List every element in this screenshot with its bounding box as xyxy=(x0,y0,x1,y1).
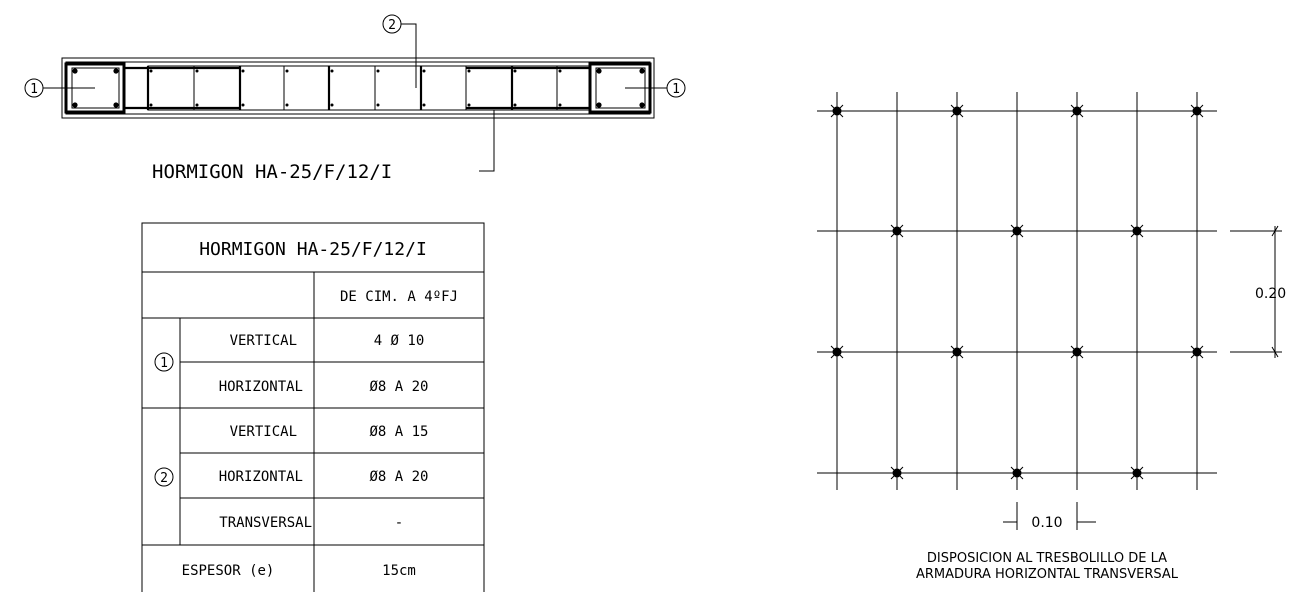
leader-wall xyxy=(382,14,417,88)
marker-wall: 2 xyxy=(388,18,396,33)
wall-section xyxy=(61,57,655,119)
column-bars xyxy=(72,68,645,108)
dim-horizontal xyxy=(1003,502,1096,530)
group2-marker: 2 xyxy=(160,471,168,486)
table-title: HORMIGON HA-25/F/12/I xyxy=(199,239,427,260)
table-header-range: DE CIM. A 4ºFJ xyxy=(340,289,458,305)
wall-stirrups xyxy=(147,65,591,111)
group1-horizontal-label: HORIZONTAL xyxy=(219,379,303,395)
thickness-label: ESPESOR (e) xyxy=(182,563,275,579)
leader-column-left xyxy=(24,78,95,98)
group2-horizontal-value: Ø8 A 20 xyxy=(369,469,428,485)
wall-inner-outline xyxy=(65,61,651,115)
group2-vertical-value: Ø8 A 15 xyxy=(369,424,428,440)
dim-vertical xyxy=(1230,225,1282,358)
group2-transversal-label: TRANSVERSAL xyxy=(219,515,312,531)
thick-ties xyxy=(124,66,590,110)
group1-vertical-label: VERTICAL xyxy=(230,333,297,349)
group2-vertical-label: VERTICAL xyxy=(230,424,297,440)
marker-column-left: 1 xyxy=(30,82,38,97)
group1-marker: 1 xyxy=(160,356,168,371)
group2-horizontal-label: HORIZONTAL xyxy=(219,469,303,485)
marker-column-right: 1 xyxy=(672,82,680,97)
leader-column-right xyxy=(625,78,686,98)
group1-vertical-value: 4 Ø 10 xyxy=(374,333,425,349)
concrete-label: HORMIGON HA-25/F/12/I xyxy=(152,161,392,183)
group2-transversal-value: - xyxy=(395,515,403,531)
staggered-grid xyxy=(817,92,1217,490)
group1-horizontal-value: Ø8 A 20 xyxy=(369,379,428,395)
grid-caption-line1: DISPOSICION AL TRESBOLILLO DE LA xyxy=(927,551,1167,566)
dim-horizontal-text: 0.10 xyxy=(1031,515,1062,531)
wall-bars xyxy=(149,69,562,107)
rebar-table xyxy=(141,222,485,592)
thickness-value: 15cm xyxy=(382,563,416,579)
grid-caption-line2: ARMADURA HORIZONTAL TRANSVERSAL xyxy=(916,567,1179,582)
leader-concrete xyxy=(479,110,495,172)
grid-tie-crosses xyxy=(830,104,1204,480)
dim-vertical-text: 0.20 xyxy=(1255,286,1286,302)
